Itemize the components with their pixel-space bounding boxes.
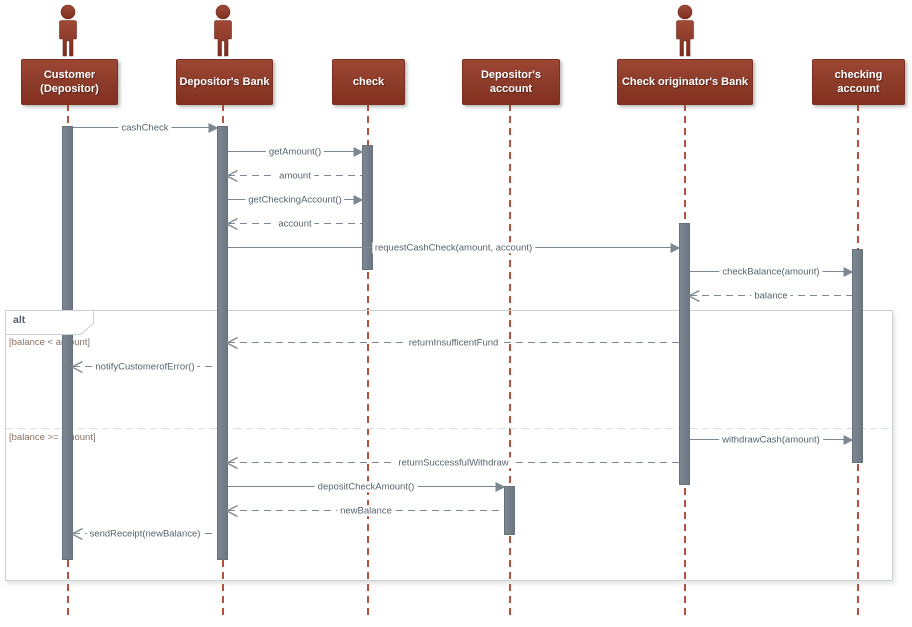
message-label: amount <box>276 170 314 182</box>
arrowhead-open-icon <box>226 336 238 350</box>
participant-label: check <box>352 75 385 88</box>
participant-label: checking account <box>834 68 883 95</box>
actor-icon <box>46 4 90 57</box>
message-label: balance <box>751 290 791 302</box>
guard-balance-gte-amount: [balance >= amount] <box>9 432 96 443</box>
activation-checking-account <box>852 249 863 463</box>
participant-label: Depositor's account <box>480 68 542 95</box>
actor-icon <box>201 4 245 57</box>
message-label: checkBalance(amount) <box>719 266 823 278</box>
arrowhead-open-icon <box>71 527 83 541</box>
guard-balance-lt-amount: [balance < amount] <box>9 337 91 348</box>
participant-customer: Customer (Depositor) <box>21 59 118 105</box>
arrowhead-open-icon <box>688 289 700 303</box>
arrowhead-filled-icon <box>353 195 364 206</box>
arrowhead-filled-icon <box>843 435 854 446</box>
arrowhead-filled-icon <box>208 123 219 134</box>
actor-icon <box>663 4 707 57</box>
lifeline-check <box>367 104 369 620</box>
message-label: requestCashCheck(amount, account) <box>371 242 536 254</box>
lifeline-depositors-account <box>509 104 511 620</box>
arrowhead-filled-icon <box>670 243 681 254</box>
message-label: returnSuccessfulWithdraw <box>395 457 512 469</box>
alt-tab <box>5 310 94 335</box>
message-label: depositCheckAmount() <box>314 481 418 493</box>
message-label: returnInsufficentFund <box>405 337 502 349</box>
message-label: withdrawCash(amount) <box>719 434 823 446</box>
activation-check <box>362 145 373 270</box>
arrowhead-filled-icon <box>495 482 506 493</box>
participant-label: Check originator's Bank <box>621 75 749 88</box>
activation-check-originators-bank <box>679 223 690 485</box>
alt-divider <box>6 428 892 430</box>
alt-label: alt <box>13 314 26 326</box>
arrowhead-filled-icon <box>353 147 364 158</box>
activation-customer <box>62 126 73 560</box>
arrowhead-filled-icon <box>843 267 854 278</box>
participant-label: Depositor's Bank <box>179 75 270 88</box>
message-label: newBalance <box>337 505 395 517</box>
participant-checking-account: checking account <box>812 59 905 105</box>
arrowhead-open-icon <box>226 504 238 518</box>
participant-check: check <box>332 59 405 105</box>
participant-check-originators-bank: Check originator's Bank <box>617 59 753 105</box>
message-label: sendReceipt(newBalance) <box>86 528 204 540</box>
message-label: getCheckingAccount() <box>245 194 345 206</box>
alt-fragment-frame <box>5 310 893 581</box>
arrowhead-open-icon <box>71 360 83 374</box>
activation-depositors-account <box>504 486 515 535</box>
arrowhead-open-icon <box>226 217 238 231</box>
participant-label: Customer (Depositor) <box>40 68 99 95</box>
participant-depositors-bank: Depositor's Bank <box>176 59 273 105</box>
message-label: account <box>275 218 315 230</box>
message-label: notifyCustomerofError() <box>92 361 198 373</box>
arrowhead-open-icon <box>226 169 238 183</box>
message-label: cashCheck <box>118 122 172 134</box>
participant-depositors-account: Depositor's account <box>462 59 560 105</box>
arrowhead-open-icon <box>226 456 238 470</box>
message-label: getAmount() <box>265 146 325 158</box>
